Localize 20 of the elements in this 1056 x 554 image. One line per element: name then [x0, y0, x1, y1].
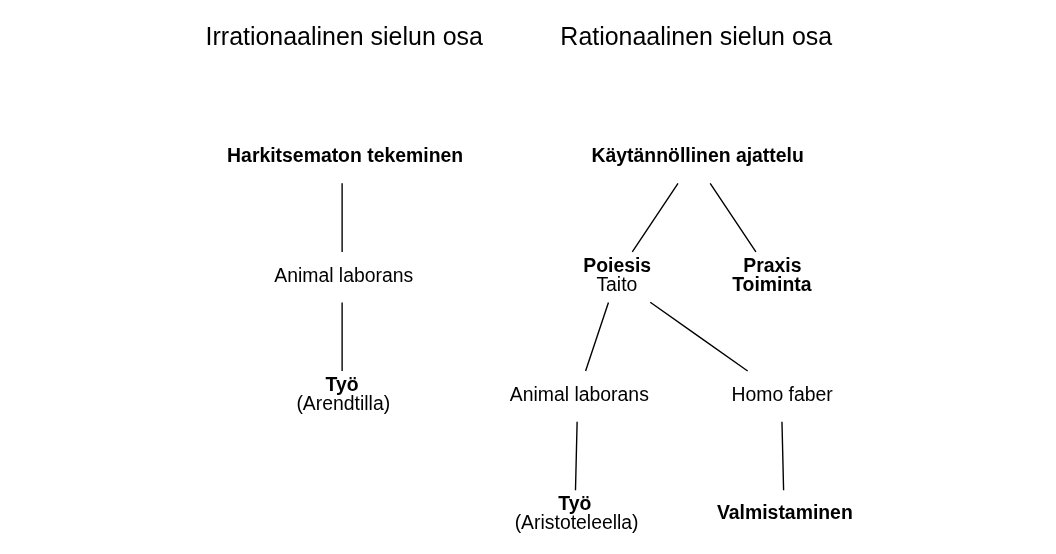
connector — [340, 301, 343, 372]
node-text: Käytännöllinen ajattelu — [591, 143, 804, 166]
node-text: Harkitsematon tekeminen — [226, 143, 463, 166]
connector — [574, 420, 578, 491]
label: Irrationaalinen sielun osa — [205, 21, 483, 50]
connector — [708, 182, 757, 253]
node-text: Työ — [324, 372, 359, 395]
node-text: Praxis Toiminta — [731, 253, 812, 296]
node-text: Animal laborans — [509, 383, 649, 406]
label: Rationaalinen sielun osa — [559, 21, 832, 50]
node-text: Valmistaminen — [716, 501, 853, 524]
node-text: Animal laborans — [273, 264, 413, 287]
connector — [631, 182, 679, 253]
connector — [649, 301, 748, 372]
connector — [780, 420, 784, 491]
connector — [584, 301, 609, 372]
node-text: Työ — [557, 492, 591, 515]
node-text: Poiesis Taito — [582, 253, 651, 296]
connector — [340, 182, 343, 253]
node-text: Homo faber — [731, 383, 833, 406]
